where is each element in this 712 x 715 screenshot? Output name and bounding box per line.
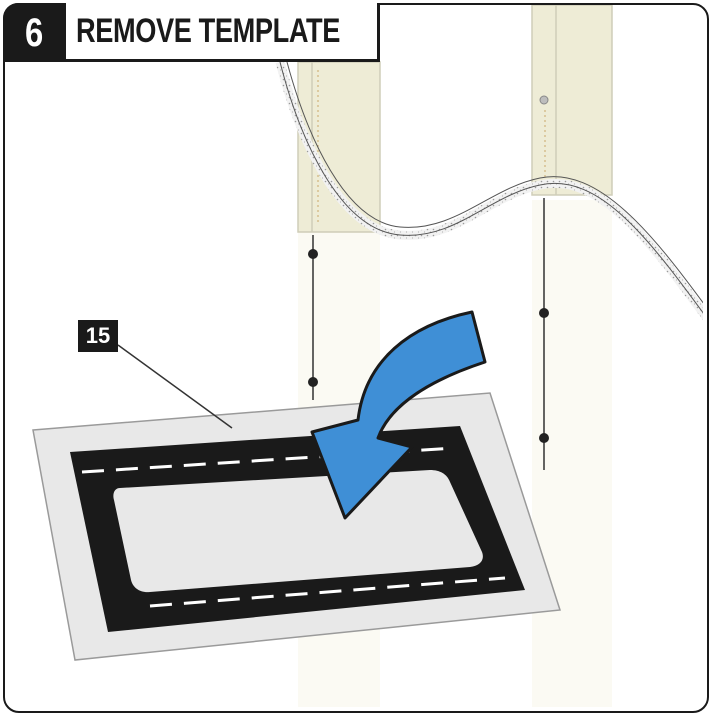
wire-left bbox=[308, 235, 318, 400]
step-number: 6 bbox=[25, 10, 44, 55]
part-number: 15 bbox=[85, 323, 111, 348]
step-number-badge: 6 bbox=[3, 3, 66, 62]
stud-left bbox=[297, 61, 381, 233]
remove-arrow-icon bbox=[310, 310, 487, 520]
part-number-tag: 15 bbox=[78, 320, 118, 352]
step-title: REMOVE TEMPLATE bbox=[76, 11, 340, 50]
stud-right-lower bbox=[532, 200, 612, 707]
callout-leader-line bbox=[117, 344, 233, 429]
stud-right bbox=[531, 5, 613, 196]
wire-right bbox=[539, 198, 549, 470]
template-part-15 bbox=[32, 392, 561, 661]
step-title-box: REMOVE TEMPLATE bbox=[66, 3, 380, 62]
